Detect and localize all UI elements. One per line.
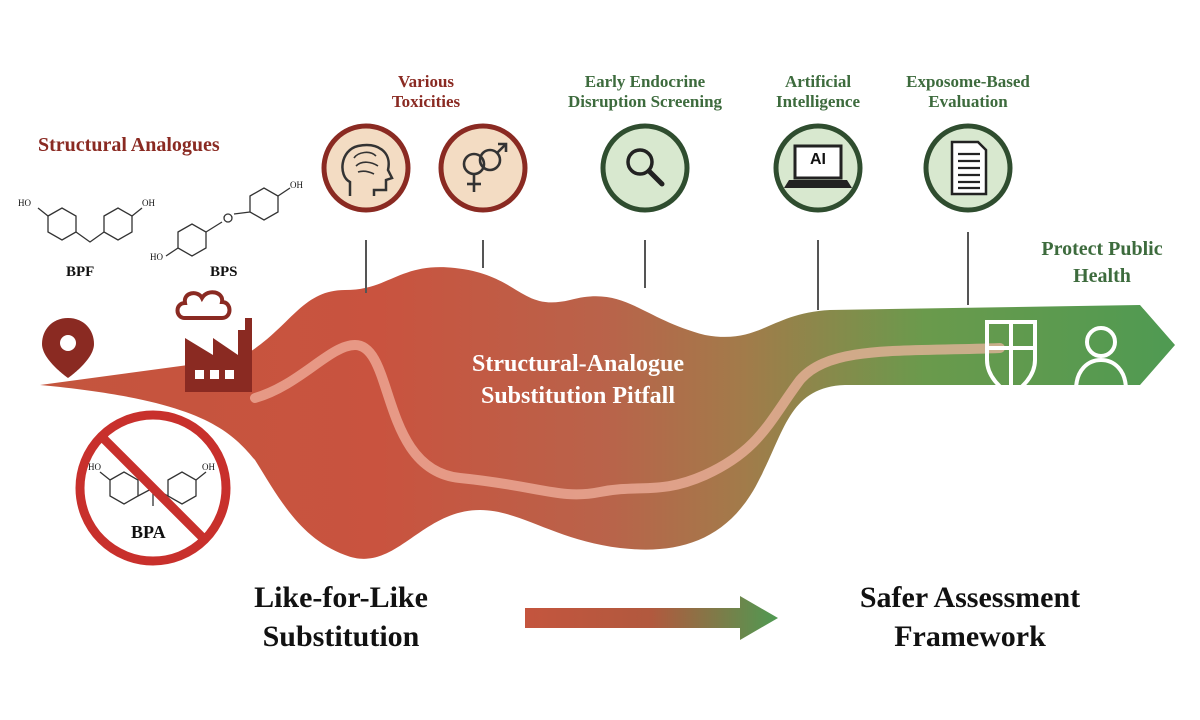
smoke-cloud — [175, 290, 232, 320]
bpf-molecule — [37, 207, 143, 243]
bpa-label: BPA — [131, 522, 166, 542]
protect-public-health-label: Protect Public Health — [1018, 236, 1186, 290]
document-icon — [923, 123, 1013, 213]
like-line2: Substitution — [262, 620, 420, 653]
ai-badge-label: AI — [810, 151, 826, 168]
marker-lines — [365, 232, 969, 310]
magnifier-icon — [600, 123, 690, 213]
laptop-ai-icon — [773, 123, 863, 213]
bps-ho-label: HO — [150, 252, 163, 262]
ai-line2: Intelligence — [775, 92, 861, 112]
toxicity-brain-icon — [321, 123, 411, 213]
bpa-oh-label: OH — [202, 462, 215, 472]
bottom-gradient-arrow — [525, 596, 778, 640]
exposome-label: Exposome-Based Evaluation — [888, 72, 1048, 113]
like-for-like-label: Like-for-Like Substitution — [216, 578, 466, 656]
safer-line2: Framework — [894, 620, 1046, 653]
pitfall-line2: Substitution Pitfall — [480, 383, 676, 410]
ai-label: Artificial Intelligence — [760, 72, 876, 113]
various-toxicities-line1: Various — [397, 72, 455, 91]
pitfall-flow-band — [40, 267, 1175, 559]
gender-icon — [438, 123, 528, 213]
protect-line1: Protect Public — [1041, 238, 1163, 260]
bpf-ho-label: HO — [18, 198, 31, 208]
protect-line2: Health — [1073, 265, 1131, 287]
structural-analogues-label: Structural Analogues — [38, 134, 220, 156]
early-screening-label: Early Endocrine Disruption Screening — [545, 72, 745, 113]
exposome-line1: Exposome-Based — [906, 72, 1030, 91]
ai-line1: Artificial — [784, 72, 852, 91]
early-screening-line2: Disruption Screening — [567, 92, 723, 112]
person-icon — [1073, 326, 1129, 392]
safer-assessment-label: Safer Assessment Framework — [820, 578, 1120, 656]
pitfall-label: Structural-Analogue Substitution Pitfall — [418, 348, 738, 413]
location-pin-icon — [42, 318, 94, 378]
pitfall-inner-stream — [250, 339, 1005, 500]
pitfall-line1: Structural-Analogue — [472, 351, 684, 377]
bpf-label: BPF — [66, 264, 95, 280]
exposome-line2: Evaluation — [928, 92, 1008, 112]
bpa-ho-label: HO — [88, 462, 101, 472]
bpf-oh-label: OH — [142, 198, 155, 208]
early-screening-line1: Early Endocrine — [584, 72, 706, 91]
various-toxicities-line2: Toxicities — [391, 92, 461, 112]
factory-icon — [175, 290, 252, 392]
prohibited-icon — [75, 410, 231, 566]
safer-line1: Safer Assessment — [859, 581, 1081, 614]
various-toxicities-label: Various Toxicities — [376, 72, 476, 113]
bps-oh-label: OH — [290, 180, 303, 190]
shield-icon — [985, 320, 1037, 398]
bps-molecule — [165, 187, 291, 257]
like-line1: Like-for-Like — [254, 581, 428, 614]
bps-label: BPS — [210, 264, 238, 280]
